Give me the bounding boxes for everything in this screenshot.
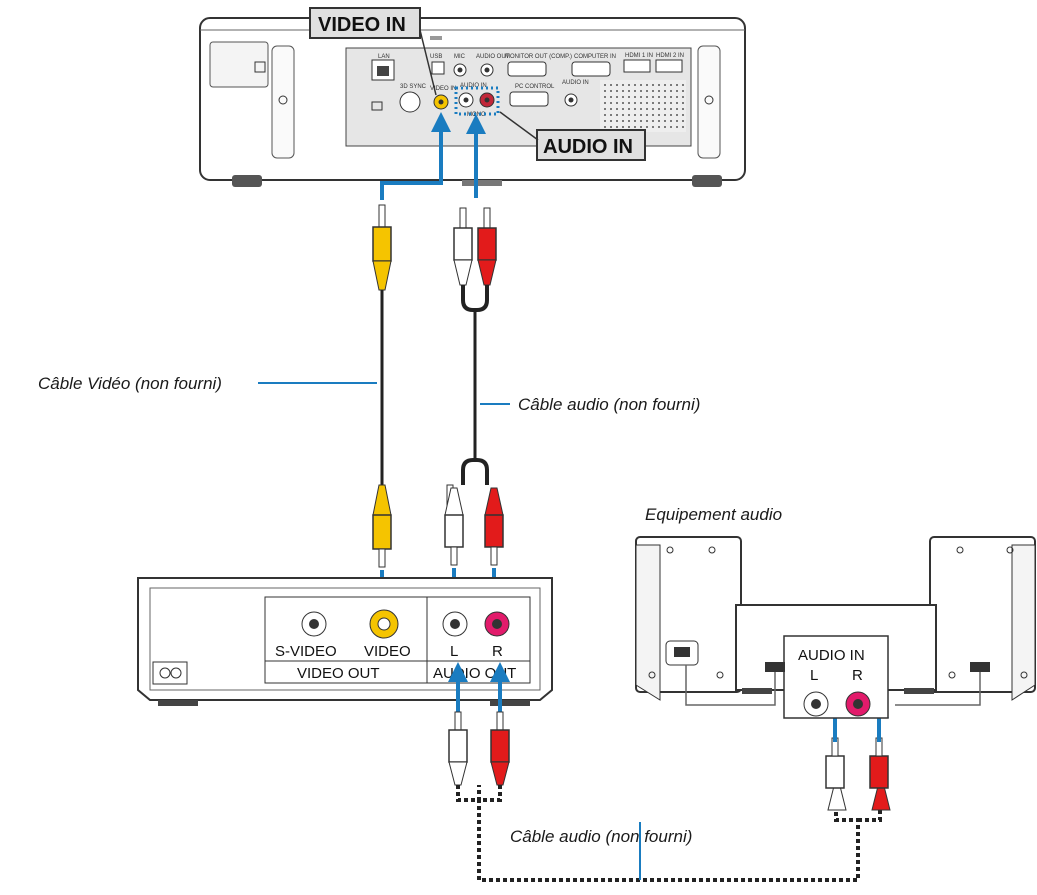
vcr-audio-out-label: AUDIO OUT (433, 665, 516, 682)
port-label-audio-in: AUDIO IN (460, 83, 487, 89)
video-device: S-VIDEO VIDEO L R VIDEO OUT AUDIO OUT (137, 577, 553, 706)
audio-cable-top (444, 207, 504, 566)
audio-eq-audio-in-label: AUDIO IN (798, 647, 865, 664)
caption-audio-equipment: Equipement audio (645, 505, 782, 524)
port-label-usb: USB (430, 54, 442, 60)
callout-video-in-label: VIDEO IN (318, 14, 406, 36)
port-label-computer-in: COMPUTER IN (574, 54, 616, 60)
vcr-s-video-label: S-VIDEO (275, 643, 337, 660)
port-label-mic: MIC (454, 54, 466, 60)
vcr-r-label: R (492, 643, 503, 660)
video-cable (372, 204, 392, 568)
audio-eq-r-label: R (852, 667, 863, 684)
port-label-hdmi1: HDMI 1 IN (625, 53, 653, 59)
port-label-video-in: VIDEO IN (430, 86, 456, 92)
audio-equipment: AUDIO IN L R (635, 536, 1036, 719)
port-label-monitor-out: MONITOR OUT (COMP.) (505, 54, 572, 60)
audio-cable-bottom (448, 711, 891, 882)
vcr-video-label: VIDEO (364, 643, 411, 660)
projector: LAN USB MIC AUDIO OUT MONITOR OUT (COMP.… (199, 17, 746, 187)
port-label-audio-out: AUDIO OUT (476, 54, 510, 60)
port-label-audio-in-2: AUDIO IN (562, 80, 589, 86)
vcr-video-out-label: VIDEO OUT (297, 665, 380, 682)
audio-eq-l-label: L (810, 667, 818, 684)
audio-in-highlight (454, 86, 500, 116)
caption-audio-cable-bottom: Câble audio (non fourni) (510, 827, 692, 846)
port-label-3d-sync: 3D SYNC (400, 84, 427, 90)
video-connection-arrow (380, 112, 451, 200)
speaker-grille (600, 80, 686, 132)
callout-audio-in-label: AUDIO IN (543, 136, 633, 158)
port-label-pc-control: PC CONTROL (515, 84, 555, 90)
callout-video-in: VIDEO IN (309, 7, 437, 96)
caption-video-cable: Câble Vidéo (non fourni) (38, 374, 222, 393)
callout-audio-in: AUDIO IN (499, 111, 646, 161)
caption-audio-cable-top: Câble audio (non fourni) (518, 395, 700, 414)
vcr-l-label: L (450, 643, 458, 660)
port-label-hdmi2: HDMI 2 IN (656, 53, 684, 59)
port-label-lan: LAN (378, 54, 390, 60)
